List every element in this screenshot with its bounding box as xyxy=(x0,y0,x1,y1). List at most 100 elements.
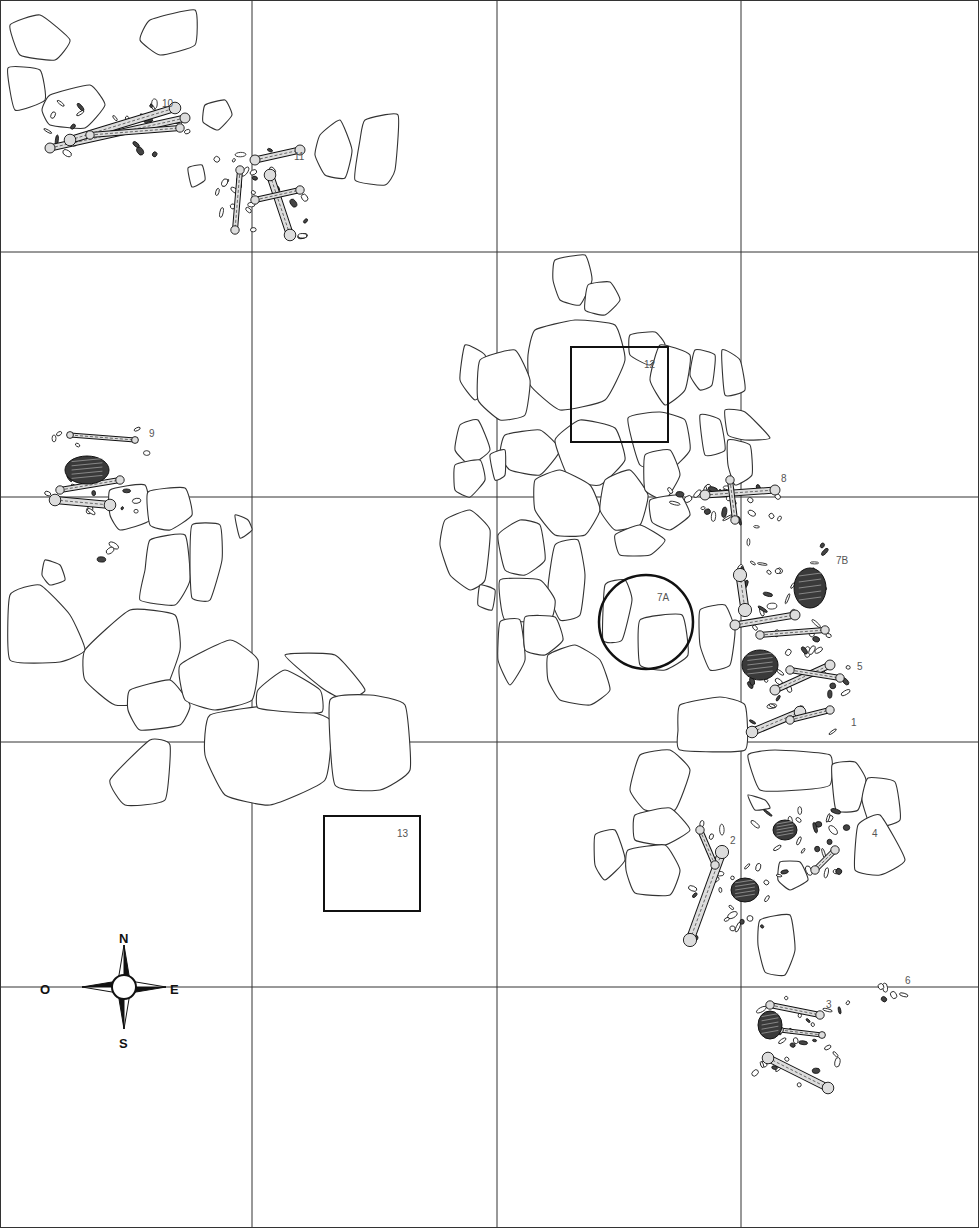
bone-fragment xyxy=(719,824,724,835)
bone-cluster xyxy=(683,819,770,946)
stone xyxy=(626,845,680,896)
stone xyxy=(179,640,258,710)
bone-fragment xyxy=(812,822,818,833)
callout-number: 9 xyxy=(149,428,155,439)
stone xyxy=(699,605,735,671)
stone xyxy=(478,585,495,610)
bone-fragment xyxy=(796,836,802,845)
bone-fragment xyxy=(776,874,782,877)
circle-outline xyxy=(597,573,695,671)
stone xyxy=(42,85,105,128)
bone-fragment xyxy=(766,569,772,575)
stone xyxy=(633,808,690,845)
bone-fragment xyxy=(773,844,782,851)
bone-fragment xyxy=(784,648,792,656)
bone-fragment xyxy=(801,848,806,854)
bone-fragment xyxy=(149,104,153,108)
stone xyxy=(8,585,85,663)
stone xyxy=(600,470,648,530)
stone xyxy=(630,750,690,812)
compass-letter: E xyxy=(170,982,179,997)
bone-fragment xyxy=(711,511,716,521)
skull-hatching xyxy=(735,880,755,897)
bone-fragment xyxy=(92,490,96,495)
bone-fragment xyxy=(729,925,735,931)
long-bone xyxy=(231,166,244,234)
bone-fragment xyxy=(828,728,837,735)
bone-cluster xyxy=(667,476,782,528)
bone-fragment xyxy=(105,546,115,555)
stone xyxy=(758,914,795,975)
callout-number: 6 xyxy=(905,975,911,986)
bone-fragment xyxy=(826,813,831,822)
bone-fragment xyxy=(683,494,693,503)
callout-number: 5 xyxy=(857,661,863,672)
skull xyxy=(731,878,759,902)
bone-cluster xyxy=(877,983,908,1003)
bone-fragment xyxy=(811,1022,815,1027)
bone-fragment xyxy=(824,1044,832,1051)
bone-fragment xyxy=(899,992,908,998)
bone-fragment xyxy=(676,491,685,498)
stones xyxy=(8,10,905,976)
bone-fragment xyxy=(56,431,63,437)
bone-fragment xyxy=(134,509,138,513)
bone-fragment xyxy=(249,169,257,176)
stone xyxy=(650,345,690,405)
bone-fragment xyxy=(757,562,767,566)
bone-fragment xyxy=(785,593,791,604)
bone-fragment xyxy=(750,561,756,566)
callout-number: 8 xyxy=(781,473,787,484)
bone-fragment xyxy=(235,152,246,157)
bone-cluster xyxy=(763,807,850,879)
bone-fragment xyxy=(132,498,141,504)
bone-fragment xyxy=(728,905,734,911)
bone-fragment xyxy=(827,839,832,845)
bone-cluster xyxy=(746,703,837,738)
bone-fragment xyxy=(767,703,777,709)
bone-cluster xyxy=(742,645,851,702)
stone xyxy=(8,67,46,111)
bone-fragment xyxy=(721,507,727,518)
callout-number: 3 xyxy=(826,999,832,1010)
stone xyxy=(140,534,191,605)
bone-fragment xyxy=(784,1056,790,1062)
bone-fragment xyxy=(769,703,776,708)
callout-number: 7B xyxy=(836,555,848,566)
bone-cluster xyxy=(751,996,851,1094)
bone-fragment xyxy=(880,996,887,1003)
stone xyxy=(498,520,545,575)
stone xyxy=(528,320,625,410)
bone-fragment xyxy=(750,819,761,829)
skull xyxy=(742,650,778,680)
stone xyxy=(440,510,490,590)
callout-number: 11 xyxy=(294,151,304,162)
bone-fragment xyxy=(784,996,788,1000)
bone-fragment xyxy=(768,512,775,519)
bone-fragment xyxy=(812,1039,816,1042)
bone-cluster xyxy=(97,540,120,562)
bone-fragment xyxy=(245,206,253,213)
bone-cluster xyxy=(44,426,150,515)
sample-number: 12 xyxy=(644,359,655,370)
bone-fragment xyxy=(667,487,674,495)
bone-fragment xyxy=(747,538,750,545)
bone-fragment xyxy=(143,451,150,456)
bone-fragment xyxy=(777,515,782,521)
bone-fragment xyxy=(220,178,228,187)
skull xyxy=(758,1011,782,1039)
long-bone xyxy=(251,186,304,204)
bone-fragment xyxy=(730,876,734,880)
stone xyxy=(490,450,506,481)
bone-fragment xyxy=(747,496,755,503)
bone-fragment xyxy=(688,885,698,893)
stone xyxy=(285,653,365,700)
long-bone xyxy=(786,666,844,682)
bone-clusters xyxy=(43,99,908,1094)
bone-fragment xyxy=(754,525,760,528)
stone xyxy=(594,830,625,880)
stone xyxy=(524,615,563,655)
